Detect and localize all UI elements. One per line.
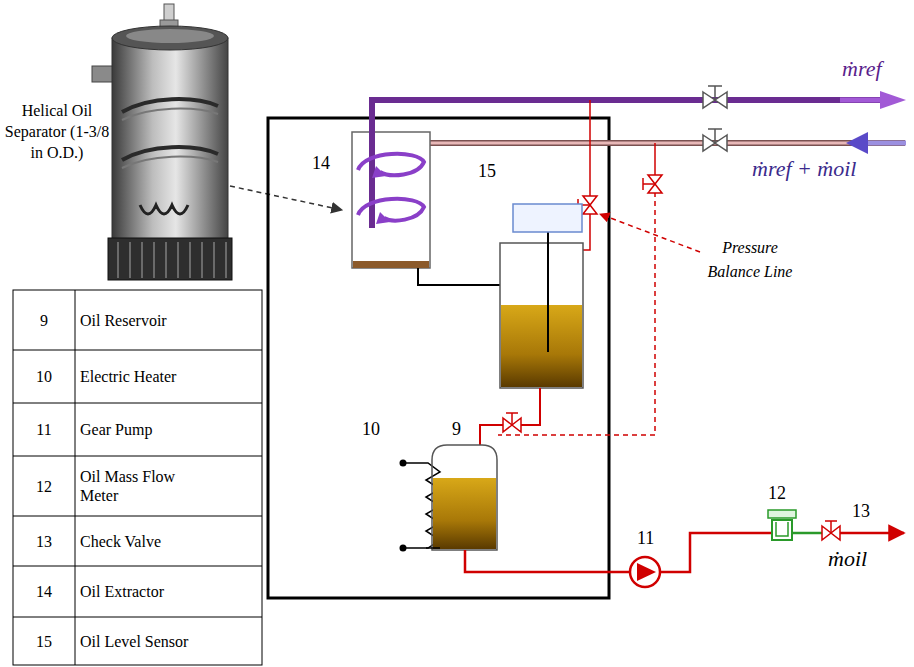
refrigerant-lines xyxy=(372,91,906,228)
separator-picture xyxy=(92,4,232,280)
oil-line xyxy=(465,550,630,572)
oil-line xyxy=(792,532,822,535)
oil-extractor xyxy=(352,100,430,268)
table-number: 12 xyxy=(14,457,74,515)
flow-label: ṁoil xyxy=(828,546,867,572)
oil-reservoir xyxy=(426,445,497,550)
level-tank xyxy=(500,204,583,388)
table-number: 11 xyxy=(14,404,74,455)
table-cell: Oil Extractor xyxy=(80,567,258,616)
oil-line xyxy=(840,532,904,535)
table-cell: Oil Mass Flow Meter xyxy=(80,457,192,515)
callout-number: 15 xyxy=(478,160,496,182)
flow-label: ṁref xyxy=(842,56,882,82)
table-number: 15 xyxy=(14,618,74,664)
legend-table xyxy=(13,290,262,665)
table-number: 9 xyxy=(14,291,74,349)
drain-valve xyxy=(503,413,521,432)
callout-number: 9 xyxy=(452,418,461,440)
part-label: Helical Oil Separator (1-3/8 in O.D.) xyxy=(4,100,110,163)
enclosure xyxy=(268,118,609,598)
table-number: 14 xyxy=(14,567,74,616)
callout-number: 12 xyxy=(768,482,786,504)
gear-pump xyxy=(630,557,660,587)
table-cell: Oil Level Sensor xyxy=(80,618,258,664)
callout-number: 10 xyxy=(362,418,380,440)
table-number: 10 xyxy=(14,351,74,402)
flow-meter xyxy=(768,510,796,540)
oil-line xyxy=(480,388,540,445)
table-cell: Oil Reservoir xyxy=(80,291,258,349)
table-number: 13 xyxy=(14,517,74,565)
balance-valve xyxy=(578,175,662,214)
drain-line xyxy=(418,268,500,285)
callout-number: 11 xyxy=(637,527,654,549)
note-label: Pressure Balance Line xyxy=(700,236,800,284)
pointer-arrow xyxy=(230,186,342,210)
oil-line xyxy=(660,533,772,572)
callout-number: 14 xyxy=(312,152,330,174)
table-cell: Electric Heater xyxy=(80,351,258,402)
callout-number: 13 xyxy=(852,500,870,522)
check-valve xyxy=(822,521,840,540)
pressure-balance-lines xyxy=(498,100,700,435)
flow-label: ṁref + ṁoil xyxy=(752,156,856,182)
table-cell: Check Valve xyxy=(80,517,258,565)
shutoff-valve xyxy=(703,86,727,151)
table-cell: Gear Pump xyxy=(80,404,258,455)
